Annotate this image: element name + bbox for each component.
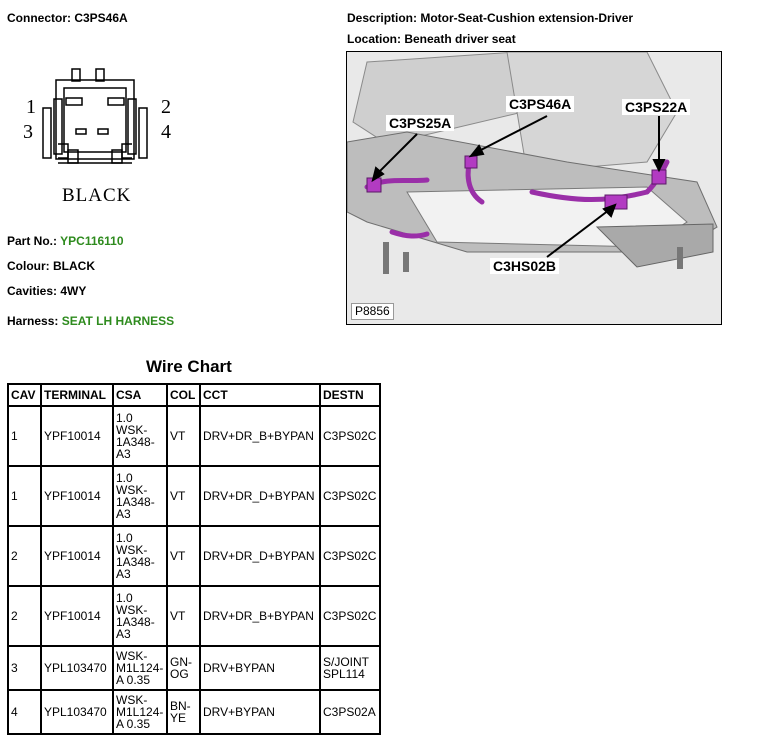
colour-value: BLACK	[53, 259, 95, 273]
harness-value[interactable]: SEAT LH HARNESS	[61, 314, 175, 328]
cavities-value: 4WY	[60, 284, 87, 298]
circuit-cell: DRV+DR_D+BYPAN	[199, 525, 321, 587]
cav-cell: 4	[7, 689, 42, 735]
terminal-cell: YPL103470	[40, 645, 114, 691]
destination-cell: C3PS02C	[319, 525, 381, 587]
cavities-label: Cavities:	[7, 284, 58, 298]
terminal-cell: YPF10014	[40, 465, 114, 527]
connector-colour-caption: BLACK	[62, 185, 132, 206]
table-row: 1 YPF10014 1.0 WSK-1A348-A3 VT DRV+DR_B+…	[7, 405, 381, 467]
csa-cell: 1.0 WSK-1A348-A3	[112, 525, 168, 587]
cav-cell: 2	[7, 585, 42, 647]
circuit-cell: DRV+DR_B+BYPAN	[199, 405, 321, 467]
table-row: 3 YPL103470 WSK-M1L124-A 0.35 GN-OG DRV+…	[7, 645, 381, 691]
circuit-cell: DRV+DR_D+BYPAN	[199, 465, 321, 527]
pin-4-label: 4	[161, 121, 171, 143]
destination-cell: S/JOINT SPL114	[319, 645, 381, 691]
destination-cell: C3PS02C	[319, 465, 381, 527]
csa-cell: 1.0 WSK-1A348-A3	[112, 465, 168, 527]
destination-cell: C3PS02C	[319, 405, 381, 467]
connector-label: Connector: C3PS46A	[7, 11, 128, 25]
table-row: 2 YPF10014 1.0 WSK-1A348-A3 VT DRV+DR_B+…	[7, 585, 381, 647]
colour-cell: BN-YE	[166, 689, 201, 735]
terminal-cell: YPF10014	[40, 525, 114, 587]
csa-cell: WSK-M1L124-A 0.35	[112, 645, 168, 691]
cav-cell: 1	[7, 405, 42, 467]
col-cav-header: CAV	[7, 383, 42, 407]
col-csa-header: CSA	[112, 383, 168, 407]
callout-c3ps46a: C3PS46A	[506, 96, 575, 112]
wire-chart-title: Wire Chart	[146, 357, 232, 376]
location-illustration: C3PS46A C3PS22A C3PS25A C3HS02B P8856	[346, 51, 722, 325]
pin-1-label: 1	[26, 96, 36, 118]
destination-cell: C3PS02C	[319, 585, 381, 647]
col-terminal-header: TERMINAL	[40, 383, 114, 407]
circuit-cell: DRV+BYPAN	[199, 645, 321, 691]
colour-cell: GN-OG	[166, 645, 201, 691]
table-row: 2 YPF10014 1.0 WSK-1A348-A3 VT DRV+DR_D+…	[7, 525, 381, 587]
description-label: Description: Motor-Seat-Cushion extensio…	[347, 11, 634, 25]
table-row: 1 YPF10014 1.0 WSK-1A348-A3 VT DRV+DR_D+…	[7, 465, 381, 527]
cav-cell: 2	[7, 525, 42, 587]
colour-cell: VT	[166, 405, 201, 467]
destination-cell: C3PS02A	[319, 689, 381, 735]
pin-2-label: 2	[161, 96, 171, 118]
cav-cell: 1	[7, 465, 42, 527]
illustration-code: P8856	[351, 303, 394, 320]
circuit-cell: DRV+DR_B+BYPAN	[199, 585, 321, 647]
callout-c3hs02b: C3HS02B	[490, 258, 560, 274]
colour-cell: VT	[166, 525, 201, 587]
part-no-label: Part No.:	[7, 234, 58, 248]
connector-outline	[42, 68, 148, 164]
csa-cell: 1.0 WSK-1A348-A3	[112, 405, 168, 467]
col-destn-header: DESTN	[319, 383, 381, 407]
colour-row: Colour: BLACK	[7, 259, 95, 273]
colour-cell: VT	[166, 465, 201, 527]
csa-cell: WSK-M1L124-A 0.35	[112, 689, 168, 735]
cav-cell: 3	[7, 645, 42, 691]
table-row: 4 YPL103470 WSK-M1L124-A 0.35 BN-YE DRV+…	[7, 689, 381, 735]
harness-label: Harness:	[7, 314, 59, 328]
harness-row: Harness: SEAT LH HARNESS	[7, 314, 174, 328]
location-label: Location: Beneath driver seat	[347, 32, 516, 46]
colour-cell: VT	[166, 585, 201, 647]
pin-3-label: 3	[23, 121, 33, 143]
callout-c3ps25a: C3PS25A	[386, 115, 455, 131]
connector-face-diagram	[40, 66, 150, 176]
terminal-cell: YPF10014	[40, 405, 114, 467]
table-header-row: CAV TERMINAL CSA COL CCT DESTN	[7, 383, 381, 407]
circuit-cell: DRV+BYPAN	[199, 689, 321, 735]
part-no-row: Part No.: YPC116110	[7, 234, 124, 248]
csa-cell: 1.0 WSK-1A348-A3	[112, 585, 168, 647]
col-col-header: COL	[166, 383, 201, 407]
terminal-cell: YPL103470	[40, 689, 114, 735]
cavities-row: Cavities: 4WY	[7, 284, 86, 298]
callout-c3ps22a: C3PS22A	[622, 99, 691, 115]
col-cct-header: CCT	[199, 383, 321, 407]
colour-label: Colour:	[7, 259, 50, 273]
terminal-cell: YPF10014	[40, 585, 114, 647]
part-no-value[interactable]: YPC116110	[60, 234, 124, 248]
seat-frame-illustration	[347, 52, 721, 324]
wire-chart-table: CAV TERMINAL CSA COL CCT DESTN 1 YPF1001…	[7, 383, 381, 735]
